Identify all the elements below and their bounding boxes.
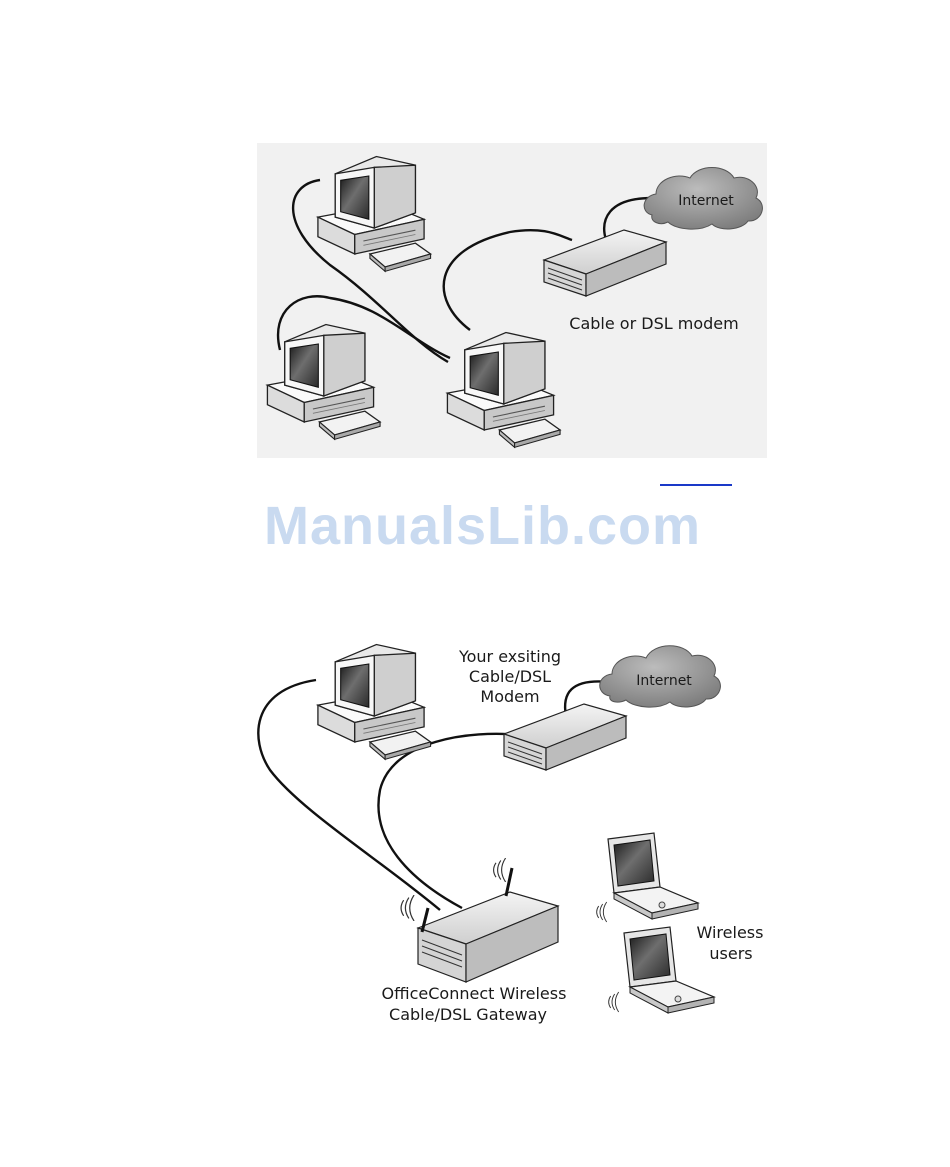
hyperlink-underline[interactable] (660, 484, 732, 486)
diagram-bottom: Internet Your exsiting Cable/DSL Modem O… (258, 645, 763, 1025)
wireless-label-line-1: Wireless (697, 923, 764, 942)
gateway-label-line-2: Cable/DSL Gateway (389, 1005, 547, 1024)
wifi-signal-icon (609, 992, 619, 1012)
watermark: ManualsLib.com (0, 495, 950, 557)
gateway-router-icon (418, 868, 558, 982)
diagram-top: Internet Cable or DSL modem (257, 143, 767, 458)
wifi-signal-icon (597, 902, 607, 922)
wifi-signal-icon (401, 895, 414, 921)
modem-label-line-1: Your exsiting (458, 647, 561, 666)
internet-label: Internet (636, 673, 692, 689)
laptop-icon (608, 833, 698, 919)
existing-modem-icon (504, 704, 626, 770)
wifi-signal-icon (494, 858, 506, 882)
gateway-label-line-1: OfficeConnect Wireless (382, 984, 567, 1003)
desktop-computer (318, 645, 431, 760)
modem-label-line-2: Cable/DSL (469, 667, 551, 686)
modem-label: Cable or DSL modem (569, 314, 738, 333)
wireless-label-line-2: users (709, 944, 752, 963)
modem-label-line-3: Modem (480, 687, 539, 706)
internet-label: Internet (678, 193, 734, 209)
